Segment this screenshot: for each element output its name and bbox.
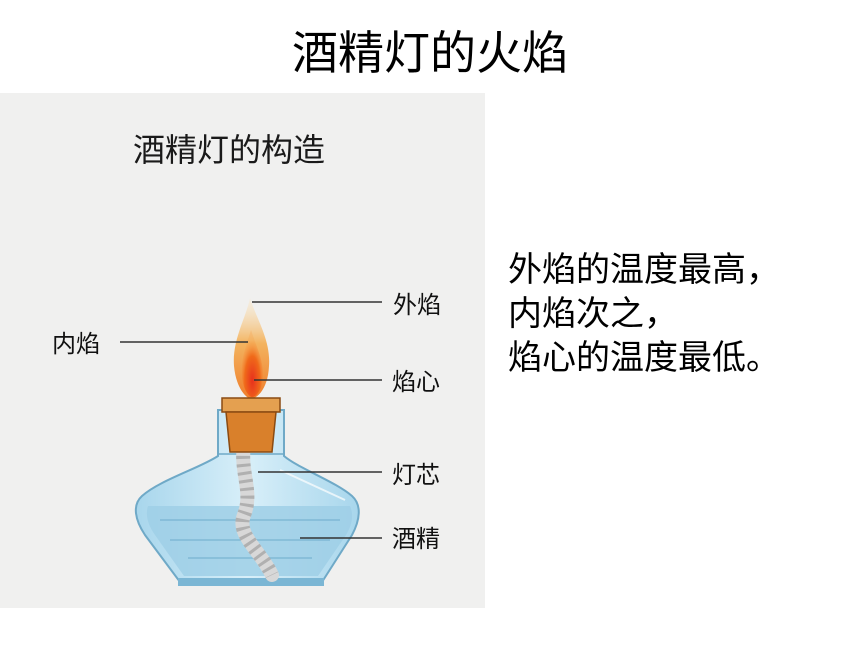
description-line: 焰心的温度最低。 — [508, 338, 780, 378]
label-alcohol: 酒精 — [392, 525, 440, 553]
label-inner-flame: 内焰 — [52, 330, 100, 358]
figure-title: 酒精灯的构造 — [133, 131, 326, 169]
label-wick: 灯芯 — [392, 461, 440, 489]
description-text: 外焰的温度最高， 内焰次之， 焰心的温度最低。 — [508, 248, 860, 380]
slide-title: 酒精灯的火焰 — [292, 26, 568, 80]
lamp-cap — [221, 397, 281, 453]
bottle-base — [178, 578, 324, 586]
description-line: 外焰的温度最高， — [508, 250, 780, 290]
description-line: 内焰次之， — [508, 294, 678, 334]
leader-lines — [120, 301, 382, 539]
label-outer-flame: 外焰 — [393, 291, 441, 319]
flame — [233, 298, 270, 399]
label-flame-core: 焰心 — [392, 368, 440, 396]
